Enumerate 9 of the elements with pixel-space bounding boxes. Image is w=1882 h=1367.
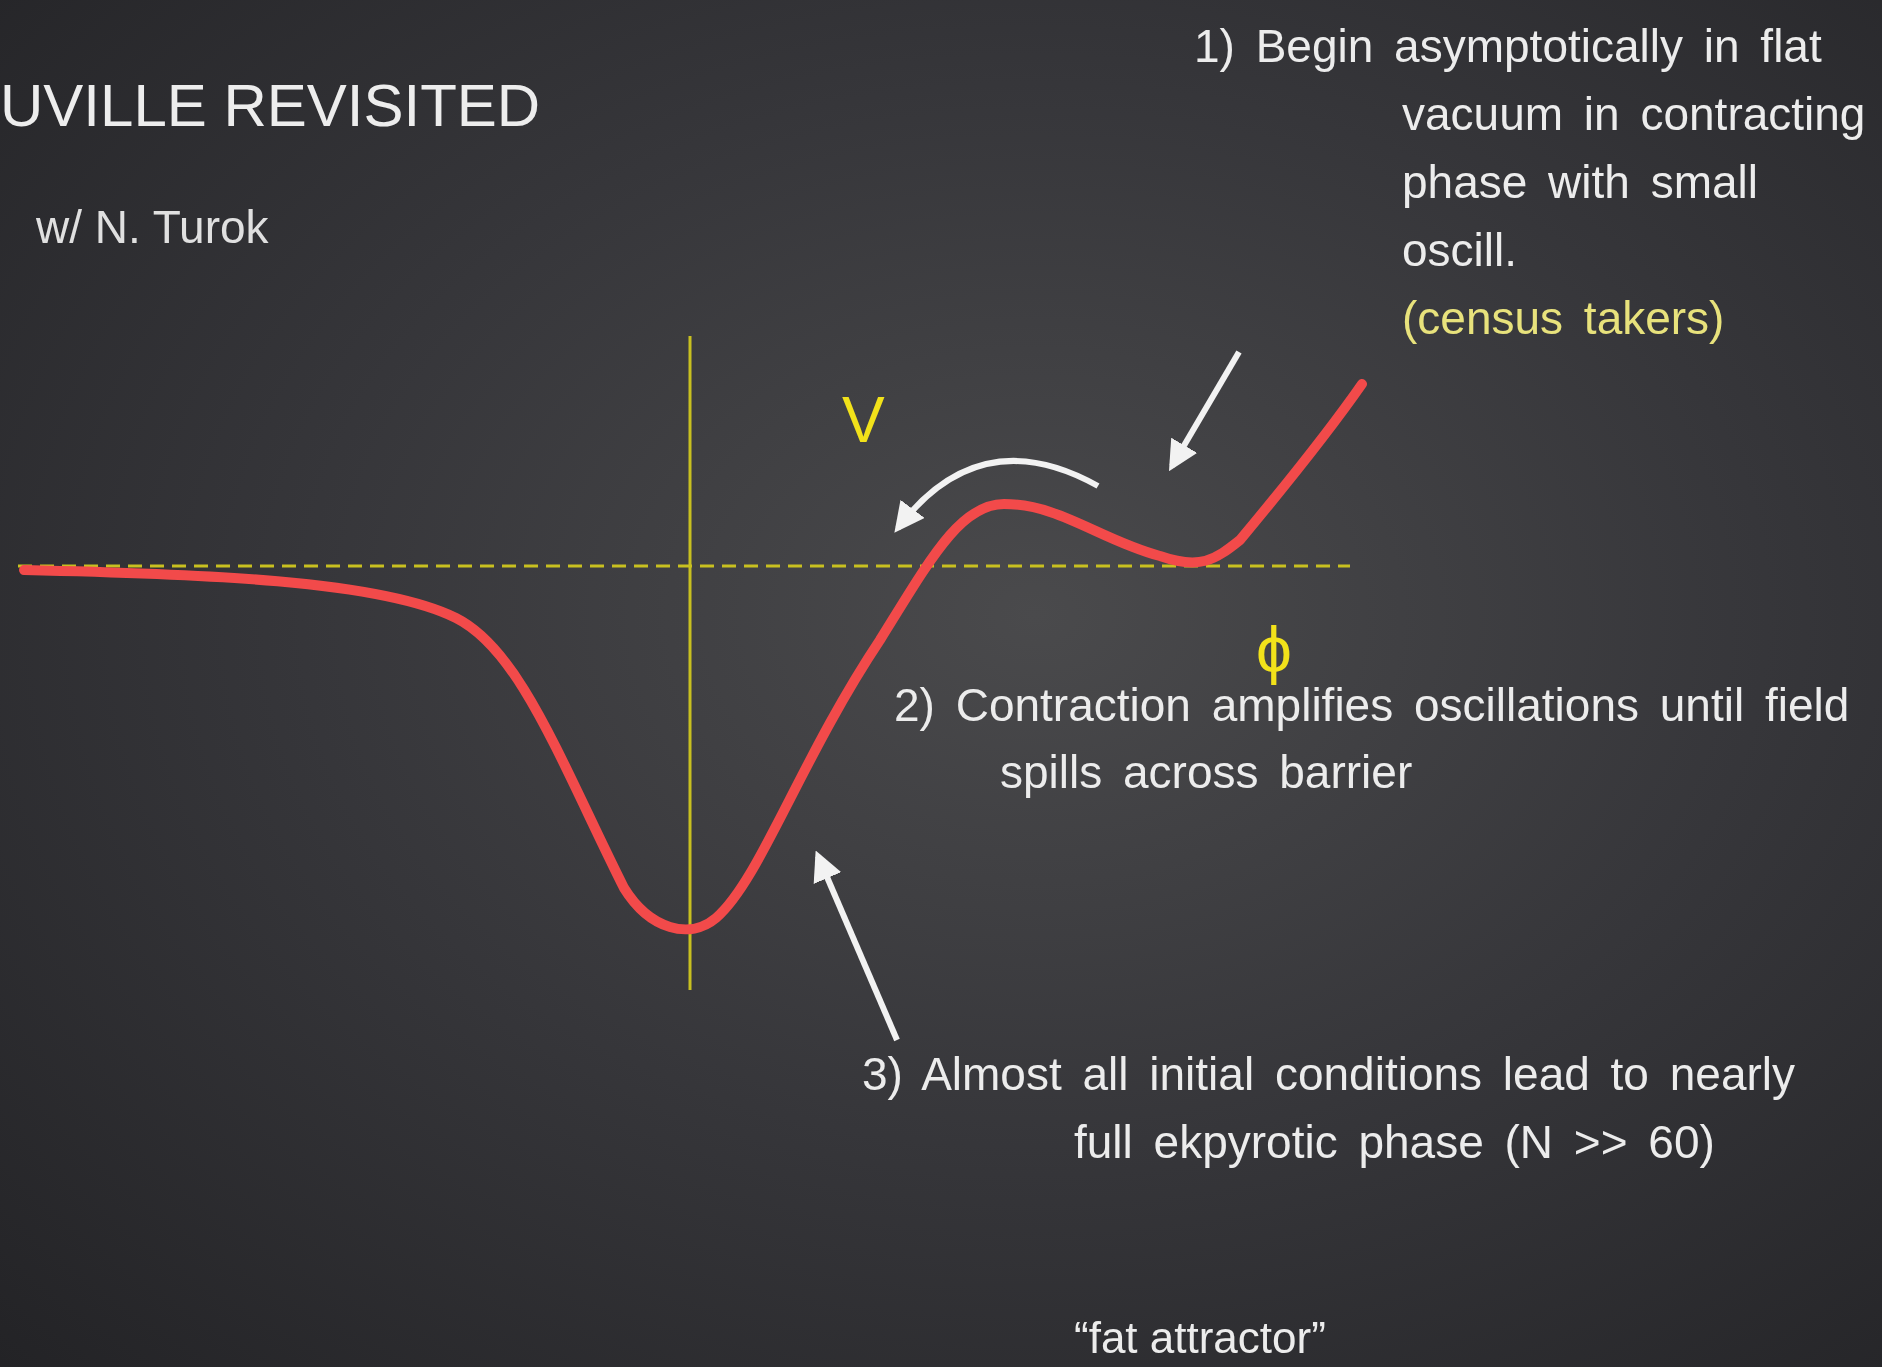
annotation-text: 3) Almost all initial conditions lead to nearly full ekpyrotic phase (N >> 60) xyxy=(862,1047,1796,1170)
slide-title: UVILLE REVISITED xyxy=(0,71,541,141)
axis-label: V xyxy=(842,383,885,458)
annotation-text: 1) Begin asymptotically in flat vacuum in contracting phase with small oscill. xyxy=(1194,19,1867,278)
author-text: w/ N. Turok xyxy=(36,200,269,255)
leader-arrow xyxy=(1168,350,1242,472)
note-text: “fat attractor” xyxy=(1074,1312,1326,1364)
leader-arrow xyxy=(813,850,900,1042)
note-text: (census takers) xyxy=(1401,291,1726,346)
